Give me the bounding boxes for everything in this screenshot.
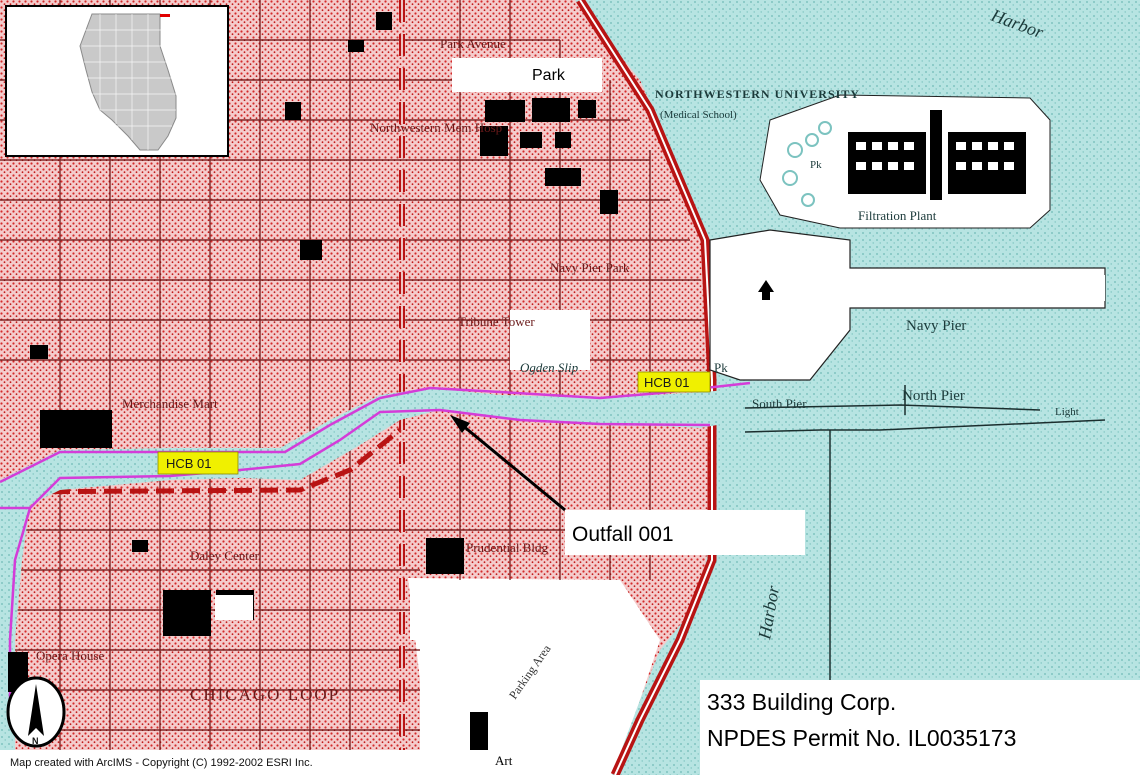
- label-pk-north: Pk: [810, 159, 822, 171]
- label-chicago-loop: CHICAGO LOOP: [190, 685, 340, 704]
- lake-breakwater-lines: [744, 385, 1106, 700]
- major-roads: [0, 0, 717, 775]
- label-filtration-plant: Filtration Plant: [858, 208, 937, 223]
- illinois-state-outline: [79, 13, 177, 151]
- outfall-callout-arrow: [450, 415, 566, 512]
- label-navy-pier-park: Navy Pier Park: [550, 260, 630, 275]
- svg-text:HCB 01: HCB 01: [166, 456, 212, 471]
- label-park: Park: [532, 67, 566, 84]
- illinois-locator-inset: [5, 5, 229, 157]
- label-light: Light: [1055, 406, 1079, 418]
- title-line-1: 333 Building Corp.: [707, 689, 896, 715]
- label-medical-school: (Medical School): [660, 109, 737, 121]
- label-opera-house: Opera House: [36, 648, 104, 663]
- label-northwestern: NORTHWESTERN UNIVERSITY: [655, 87, 860, 101]
- outfall-label: Outfall 001: [565, 510, 805, 555]
- map-credit: Map created with ArcIMS - Copyright (C) …: [0, 750, 465, 775]
- locator-marker: [160, 14, 170, 17]
- label-prudential: Prudential Bldg: [466, 540, 548, 555]
- label-south-pier: South Pier: [752, 396, 807, 411]
- label-ogden-slip: Ogden Slip: [520, 360, 579, 375]
- label-art: Art: [495, 753, 513, 768]
- north-arrow-icon: N: [6, 676, 66, 748]
- filtration-plant-island: [759, 94, 1051, 229]
- park-areas: [215, 58, 602, 640]
- label-pk-east: Pk: [714, 360, 728, 375]
- svg-text:Outfall 001: Outfall 001: [572, 523, 674, 546]
- stream-label-north: HCB 01: [637, 371, 711, 393]
- label-park-avenue: Park Avenue: [440, 36, 506, 51]
- stream-label-south: HCB 01: [157, 451, 239, 475]
- svg-text:N: N: [32, 736, 39, 746]
- title-line-2: NPDES Permit No. IL0035173: [707, 725, 1016, 751]
- label-daley-center: Daley Center: [190, 548, 260, 563]
- navy-pier-structure: [709, 229, 1106, 381]
- label-navy-pier: Navy Pier: [906, 318, 966, 334]
- label-tribune-tower: Tribune Tower: [458, 314, 535, 329]
- svg-text:HCB 01: HCB 01: [644, 375, 690, 390]
- svg-text:Map created with ArcIMS - Copy: Map created with ArcIMS - Copyright (C) …: [10, 757, 313, 769]
- label-north-pier: North Pier: [902, 388, 965, 404]
- label-northwestern-hospital: Northwestern Mem Hosp: [370, 120, 502, 135]
- permit-title-block: 333 Building Corp. NPDES Permit No. IL00…: [700, 680, 1140, 775]
- label-merchandise-mart: Merchandise Mart: [122, 396, 218, 411]
